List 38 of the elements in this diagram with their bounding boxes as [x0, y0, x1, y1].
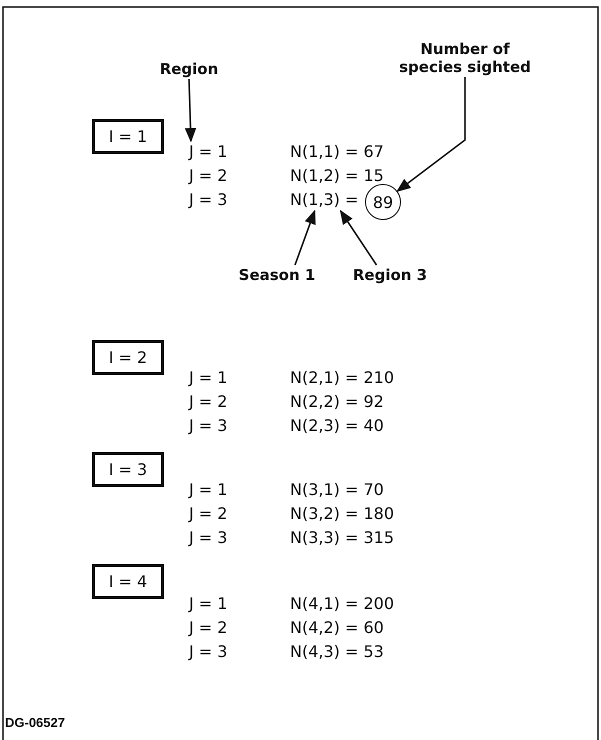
- index-box: I = 3: [92, 452, 164, 487]
- leader-arrow: [184, 78, 196, 142]
- index-box: I = 1: [92, 119, 164, 154]
- index-box: I = 4: [92, 564, 164, 599]
- count-equation: N(2,3) = 40: [290, 416, 384, 436]
- region-index: J = 1: [189, 368, 228, 388]
- callout-text: Season 1: [232, 266, 322, 284]
- count-equation: N(1,1) = 67: [290, 142, 384, 162]
- region-index: J = 1: [189, 480, 228, 500]
- equation-text: J = 1: [189, 142, 228, 162]
- region-index: J = 2: [189, 618, 228, 638]
- leader-arrow: [340, 210, 378, 266]
- figure-code: DG-06527: [5, 714, 65, 732]
- callout-text: Number of species sighted: [395, 40, 535, 76]
- region-index: J = 2: [189, 504, 228, 524]
- count-equation: N(3,1) = 70: [290, 480, 384, 500]
- region-index: J = 2: [189, 392, 228, 412]
- callout-text: Region: [150, 60, 228, 78]
- region-index: J = 2: [189, 166, 228, 186]
- count-equation: N(4,3) = 53: [290, 642, 384, 662]
- region-index: J = 3: [189, 190, 228, 210]
- count-equation: N(2,2) = 92: [290, 392, 384, 412]
- count-equation: N(2,1) = 210: [290, 368, 394, 388]
- equation-text: N(1,3) =: [290, 190, 358, 210]
- region-index: J = 3: [189, 416, 228, 436]
- count-equation: N(3,3) = 315: [290, 528, 394, 548]
- region-index: J = 3: [189, 528, 228, 548]
- leader-arrow: [294, 210, 316, 266]
- count-equation: N(1,2) = 15: [290, 166, 384, 186]
- count-equation: N(4,1) = 200: [290, 594, 394, 614]
- count-equation: N(4,2) = 60: [290, 618, 384, 638]
- region-index: J = 3: [189, 642, 228, 662]
- index-box: I = 2: [92, 340, 164, 375]
- callout-text: Region 3: [345, 266, 435, 284]
- leader-arrow: [396, 77, 466, 192]
- circled-value: 89: [365, 184, 401, 220]
- region-index: J = 1: [189, 594, 228, 614]
- count-equation: N(3,2) = 180: [290, 504, 394, 524]
